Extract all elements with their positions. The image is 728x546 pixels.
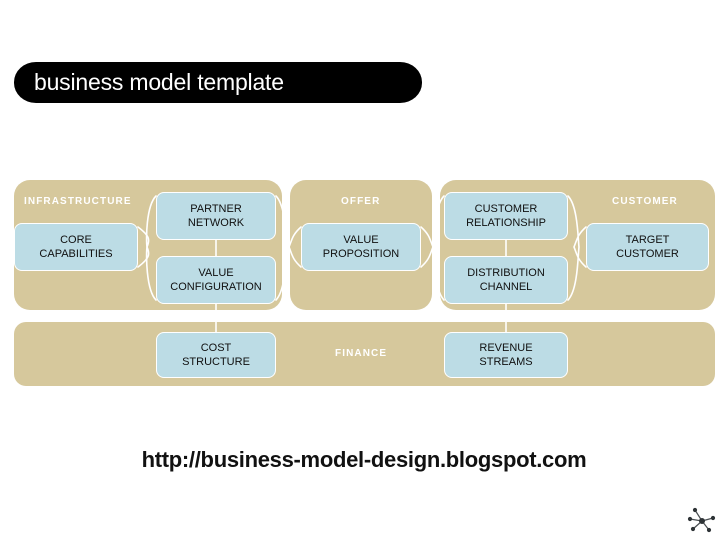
block-distribution-channel[interactable]: DISTRIBUTION CHANNEL [444, 256, 568, 304]
block-core-capabilities[interactable]: CORE CAPABILITIES [14, 223, 138, 271]
block-value-configuration[interactable]: VALUE CONFIGURATION [156, 256, 276, 304]
block-label: TARGET CUSTOMER [616, 234, 679, 260]
block-label: CORE CAPABILITIES [39, 234, 113, 260]
block-value-proposition[interactable]: VALUE PROPOSITION [301, 223, 421, 271]
block-label: CUSTOMER RELATIONSHIP [466, 203, 546, 229]
block-partner-network[interactable]: PARTNER NETWORK [156, 192, 276, 240]
block-label: VALUE CONFIGURATION [170, 267, 262, 293]
block-customer-relationship[interactable]: CUSTOMER RELATIONSHIP [444, 192, 568, 240]
panel-label-customer: CUSTOMER [612, 196, 678, 207]
block-cost-structure[interactable]: COST STRUCTURE [156, 332, 276, 378]
panel-label-offer: OFFER [341, 196, 381, 207]
page-title: business model template [34, 69, 284, 95]
title-banner: business model template [14, 62, 422, 103]
block-revenue-streams[interactable]: REVENUE STREAMS [444, 332, 568, 378]
block-label: VALUE PROPOSITION [322, 234, 400, 260]
network-hub-icon [687, 507, 716, 533]
panel-label-finance: FINANCE [335, 348, 388, 359]
block-label: COST STRUCTURE [182, 342, 250, 368]
panel-label-infrastructure: INFRASTRUCTURE [24, 196, 132, 207]
panel-finance [14, 322, 715, 386]
block-target-customer[interactable]: TARGET CUSTOMER [586, 223, 709, 271]
site-url[interactable]: http://business-model-design.blogspot.co… [141, 447, 587, 472]
block-label: REVENUE STREAMS [479, 342, 533, 368]
block-label: PARTNER NETWORK [187, 203, 245, 229]
block-label: DISTRIBUTION CHANNEL [467, 267, 545, 293]
